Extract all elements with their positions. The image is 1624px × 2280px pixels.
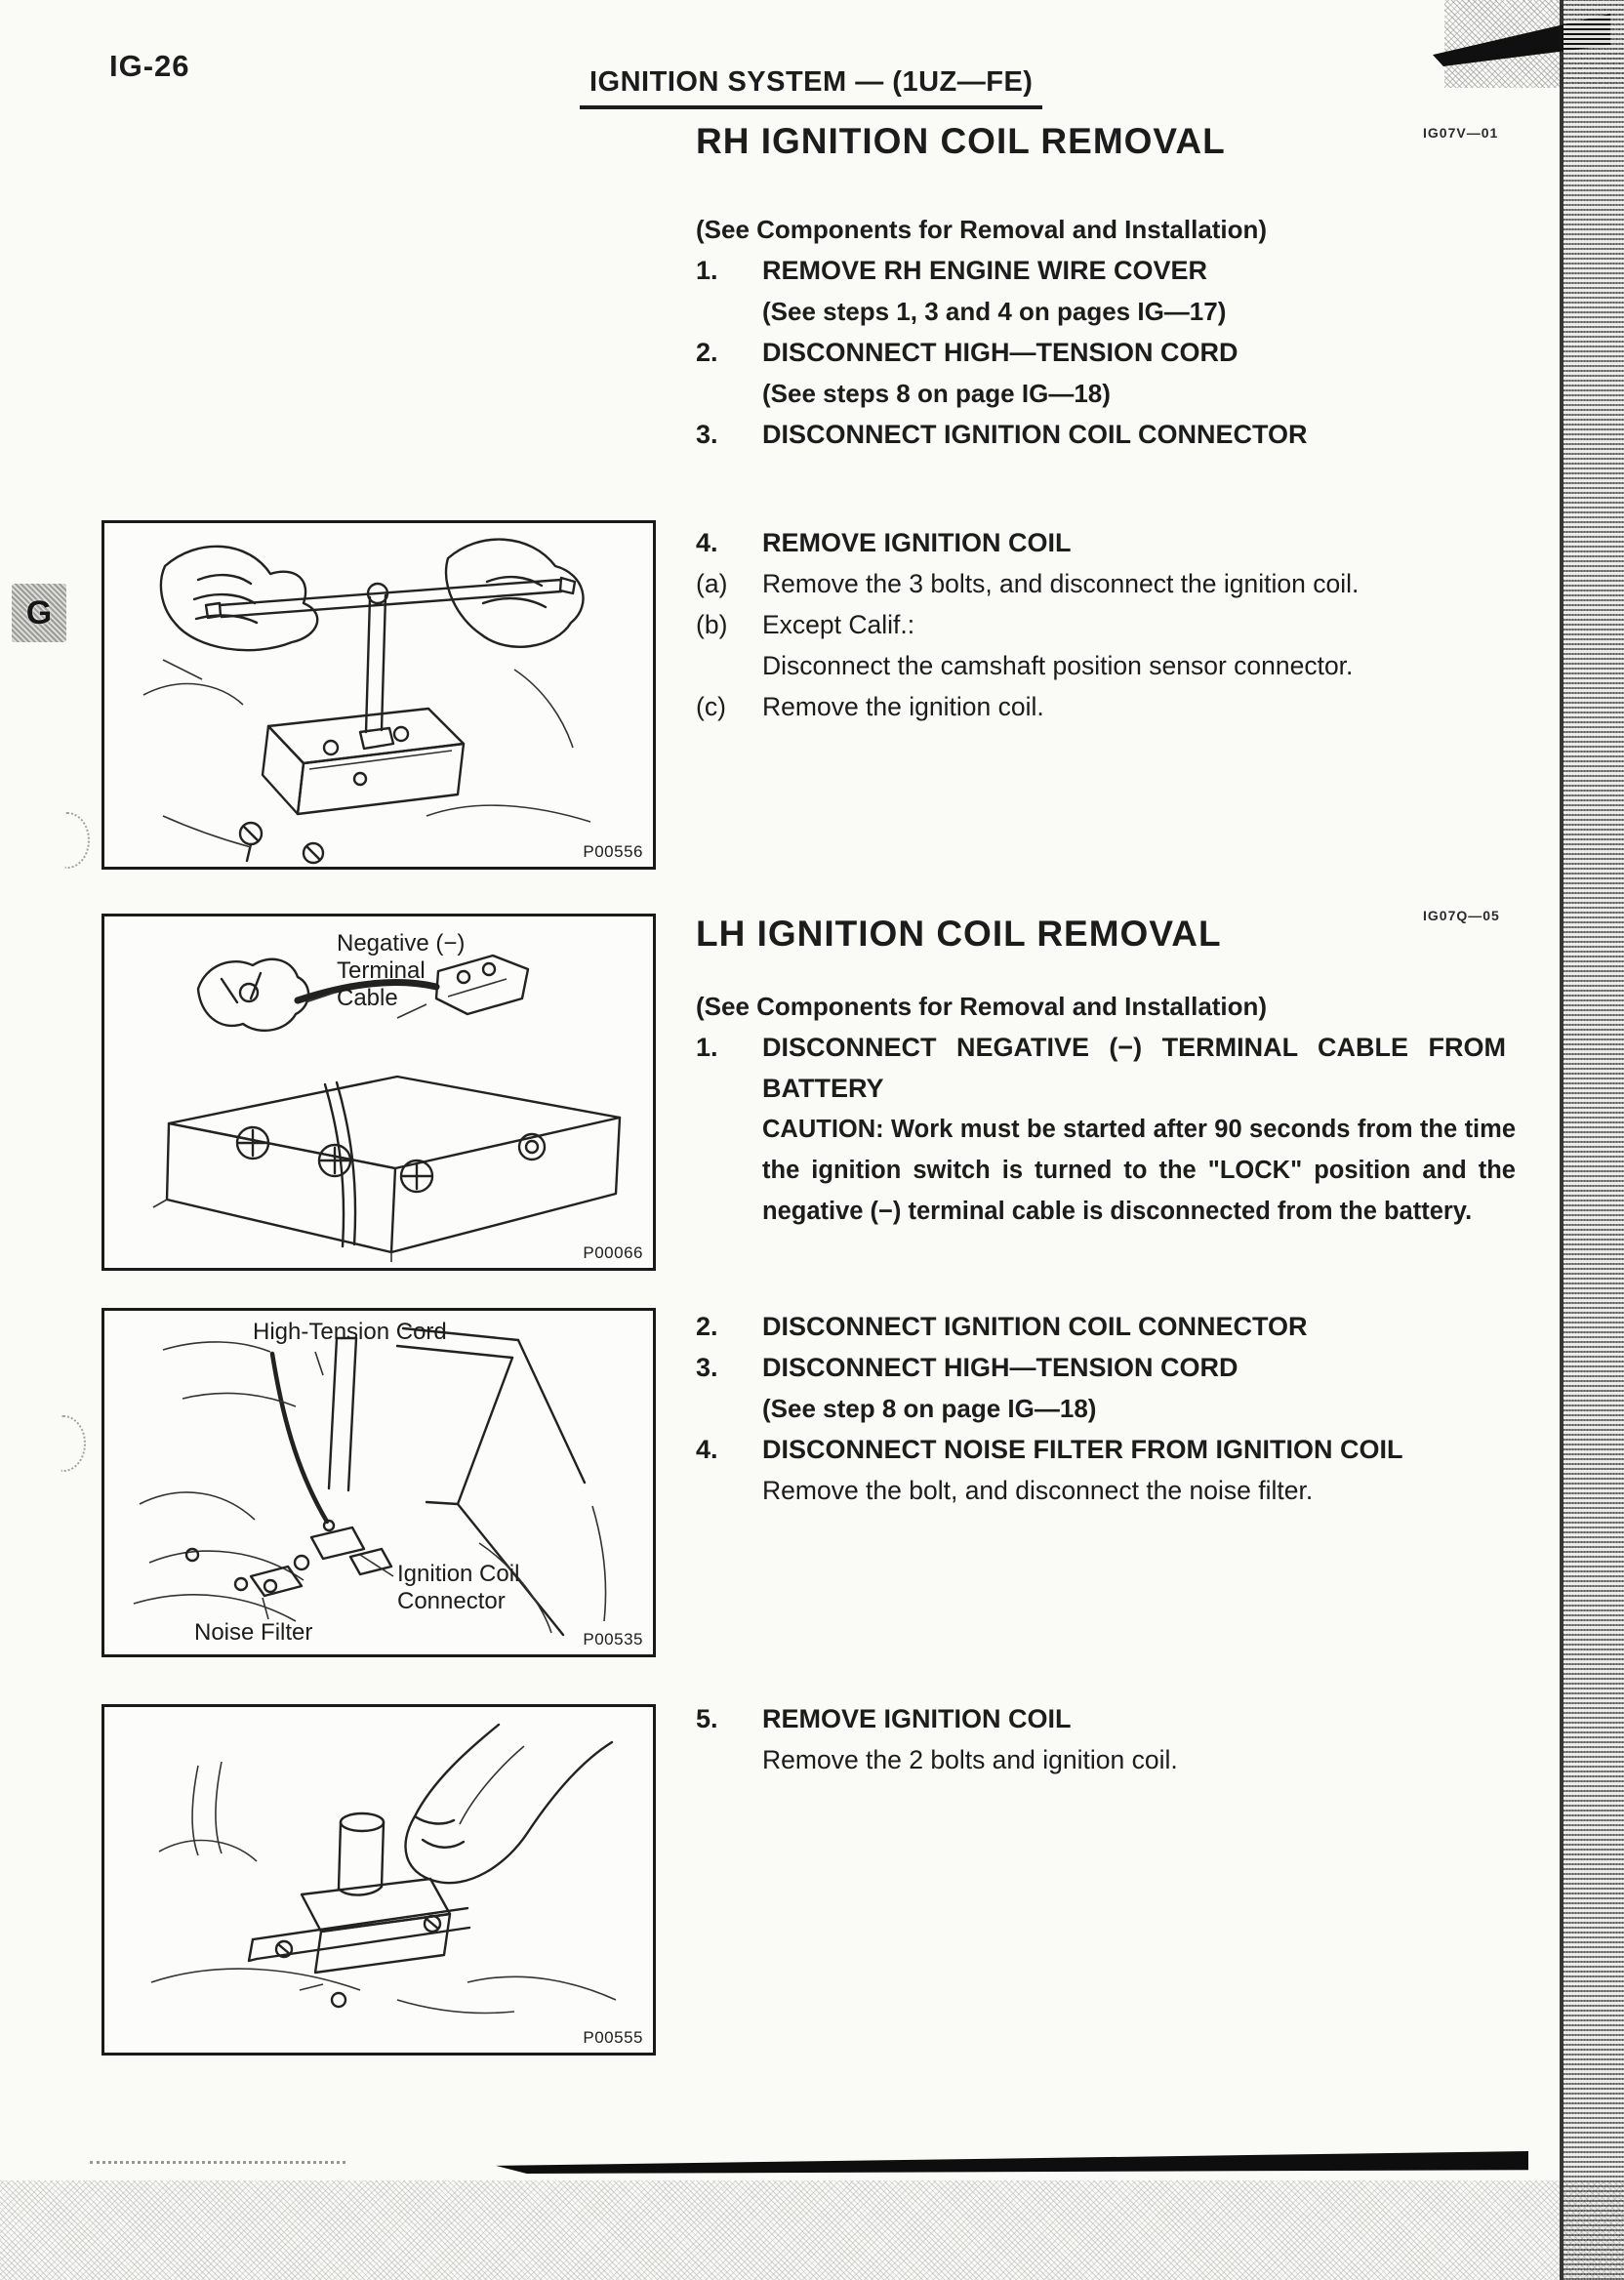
figure-code: P00535 [583, 1630, 643, 1649]
caution-text: CAUTION: Work must be started after 90 s… [762, 1116, 1516, 1225]
rh-section-code: IG07V—01 [1423, 125, 1499, 141]
item-label: (a) [696, 569, 728, 598]
scan-artifact-dotted-arc [61, 1415, 86, 1472]
step-title: DISCONNECT NOISE FILTER FROM IGNITION CO… [762, 1435, 1403, 1464]
item-label: (b) [696, 610, 728, 639]
step-title: DISCONNECT IGNITION COIL CONNECTOR [762, 420, 1308, 449]
rh-step-4b-cont: Disconnect the camshaft position sensor … [696, 645, 1523, 686]
step-number: 2. [696, 338, 718, 367]
figure-code: P00555 [583, 2028, 643, 2047]
step-number: 1. [696, 1033, 718, 1062]
step-title: DISCONNECT HIGH—TENSION CORD [762, 1353, 1238, 1382]
step-number: 3. [696, 1353, 718, 1382]
item-text: Remove the ignition coil. [762, 692, 1044, 721]
figure-rh-coil-removal: P00556 [102, 520, 656, 870]
item-text: Disconnect the camshaft position sensor … [762, 651, 1354, 680]
step-number: 2. [696, 1312, 718, 1341]
figure-illustration [152, 954, 622, 1262]
figure-label-cable: Cable [337, 985, 398, 1011]
step-number: 1. [696, 256, 718, 285]
lh-step-1: 1. DISCONNECT NEGATIVE (−) TERMINAL CABL… [696, 1027, 1523, 1109]
figure-label-ignition-coil: Ignition Coil [397, 1561, 520, 1587]
step-title: REMOVE IGNITION COIL [762, 528, 1072, 557]
figure-code: P00556 [583, 842, 643, 861]
rh-section-intro: (See Components for Removal and Installa… [696, 215, 1268, 244]
rh-step-4b: (b) Except Calif.: [696, 604, 1523, 645]
lh-step-3: 3. DISCONNECT HIGH—TENSION CORD [696, 1347, 1523, 1388]
lh-step-5: 5. REMOVE IGNITION COIL [696, 1698, 1523, 1739]
rh-step-3: 3. DISCONNECT IGNITION COIL CONNECTOR [696, 414, 1523, 455]
figure-label-noise-filter: Noise Filter [194, 1619, 313, 1646]
step-number: 5. [696, 1704, 718, 1733]
figure-label-negative: Negative (−) [337, 930, 466, 957]
section-index-tab-letter: G [25, 593, 53, 631]
figure-label-connector: Connector [397, 1588, 506, 1614]
lh-step-3-ref: (See step 8 on page IG—18) [762, 1394, 1097, 1423]
figure-label-high-tension-cord: High-Tension Cord [253, 1319, 447, 1345]
lh-section-title: LH IGNITION COIL REMOVAL [696, 914, 1222, 954]
rh-step-1: 1. REMOVE RH ENGINE WIRE COVER [696, 250, 1523, 291]
step-title: DISCONNECT NEGATIVE (−) TERMINAL CABLE F… [762, 1033, 1506, 1103]
rh-step-2: 2. DISCONNECT HIGH—TENSION CORD [696, 332, 1523, 373]
scan-artifact-bottom-dots [90, 2161, 345, 2164]
scan-artifact-right-edge-dither [1563, 0, 1624, 2280]
scan-artifact-bottom-streak [496, 2151, 1528, 2175]
lh-step-4-note: Remove the bolt, and disconnect the nois… [762, 1476, 1314, 1505]
step-number: 4. [696, 1435, 718, 1464]
lh-section-code: IG07Q—05 [1423, 908, 1500, 923]
page-number: IG-26 [109, 49, 190, 83]
lh-section-intro: (See Components for Removal and Installa… [696, 992, 1268, 1021]
scan-artifact-dotted-arc [64, 812, 90, 869]
figure-illustration [133, 1326, 607, 1637]
lh-step-4: 4. DISCONNECT NOISE FILTER FROM IGNITION… [696, 1429, 1523, 1470]
rh-step-1-ref: (See steps 1, 3 and 4 on pages IG—17) [762, 297, 1227, 326]
rh-step-2-ref: (See steps 8 on page IG—18) [762, 379, 1111, 408]
step-title: DISCONNECT HIGH—TENSION CORD [762, 338, 1238, 367]
lh-step-5-block: 5. REMOVE IGNITION COIL Remove the 2 bol… [696, 1698, 1523, 1780]
step-title: REMOVE IGNITION COIL [762, 1704, 1072, 1733]
figure-code: P00066 [583, 1243, 643, 1262]
step-number: 4. [696, 528, 718, 557]
step-number: 3. [696, 420, 718, 449]
figure-illustration [150, 1723, 617, 2015]
lh-step-1-block: (See Components for Removal and Installa… [696, 986, 1523, 1232]
item-label: (c) [696, 692, 726, 721]
lh-step-5-note: Remove the 2 bolts and ignition coil. [762, 1745, 1178, 1774]
figure-lh-engine-parts: High-Tension Cord Ignition Coil Connecto… [102, 1308, 656, 1657]
step-title: REMOVE RH ENGINE WIRE COVER [762, 256, 1208, 285]
figure-battery-negative-terminal: Negative (−) Terminal Cable P00066 [102, 914, 656, 1271]
rh-steps-block: (See Components for Removal and Installa… [696, 209, 1523, 455]
step-title: DISCONNECT IGNITION COIL CONNECTOR [762, 1312, 1308, 1341]
figure-illustration [142, 538, 591, 865]
scan-artifact-right-edge-line [1560, 0, 1563, 2280]
rh-step-4: 4. REMOVE IGNITION COIL [696, 522, 1523, 563]
lh-steps-block: 2. DISCONNECT IGNITION COIL CONNECTOR 3.… [696, 1306, 1523, 1511]
rh-step-4-block: 4. REMOVE IGNITION COIL (a) Remove the 3… [696, 522, 1523, 727]
item-text: Except Calif.: [762, 610, 915, 639]
figure-label-terminal: Terminal [337, 957, 426, 984]
rh-step-4a: (a) Remove the 3 bolts, and disconnect t… [696, 563, 1523, 604]
scan-artifact-bottom-noise [0, 2180, 1624, 2280]
lh-step-2: 2. DISCONNECT IGNITION COIL CONNECTOR [696, 1306, 1523, 1347]
rh-section-title: RH IGNITION COIL REMOVAL [696, 121, 1226, 161]
page-title: IGNITION SYSTEM — (1UZ—FE) [580, 66, 1043, 109]
rh-step-4c: (c) Remove the ignition coil. [696, 686, 1523, 727]
section-index-tab: G [12, 584, 66, 642]
item-text: Remove the 3 bolts, and disconnect the i… [762, 569, 1360, 598]
figure-lh-coil-removal: P00555 [102, 1704, 656, 2056]
